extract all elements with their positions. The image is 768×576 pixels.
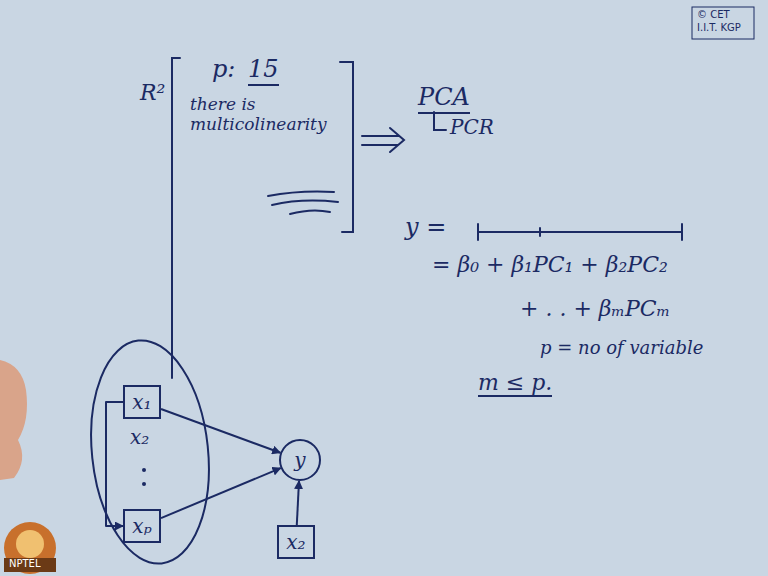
logo-disc <box>4 522 56 574</box>
arrow-connector <box>106 402 123 526</box>
copyright-box <box>692 7 754 39</box>
equation-term: + . . + βₘPCₘ <box>520 296 670 321</box>
node-text: x₁ <box>132 391 151 413</box>
note: p = no of variable <box>540 338 703 359</box>
dot <box>142 482 146 486</box>
method-name: PCA <box>418 84 470 114</box>
node-text: y <box>294 449 305 471</box>
node-text: xₚ <box>132 515 151 537</box>
logo-band <box>4 558 56 572</box>
variable-box: xₚ <box>123 509 161 543</box>
metric-name: R² <box>140 80 165 105</box>
response-circle: y <box>279 439 321 481</box>
method-name: PCR <box>450 116 494 139</box>
scribble <box>268 192 338 215</box>
copyright-text: I.I.T. KGP <box>697 22 741 34</box>
dot <box>142 468 146 472</box>
implies-arrow <box>362 128 404 152</box>
group-ellipse <box>81 335 220 570</box>
logo-center <box>16 530 44 558</box>
note: there is multicolinearity <box>190 95 345 134</box>
equation-term: = β₀ + β₁PC₁ + β₂PC₂ <box>432 252 668 277</box>
arrow-connector <box>161 468 281 518</box>
variable-box: x₁ <box>123 385 161 419</box>
arrow-connector <box>161 409 280 453</box>
equation-lhs: y = <box>405 214 446 242</box>
arrow-connector <box>297 481 299 525</box>
parameter-value: 15 <box>248 56 279 86</box>
logo-text: NPTEL <box>9 558 41 570</box>
hand <box>0 360 27 480</box>
branch-mark <box>434 112 446 130</box>
left-bracket <box>172 58 180 378</box>
parameter-name: p: <box>212 56 235 84</box>
variable-name: x₂ <box>130 426 149 449</box>
copyright-text: © CET <box>697 9 730 21</box>
blank-line <box>478 224 682 240</box>
node-text: x₂ <box>286 531 305 553</box>
variable-box: x₂ <box>277 525 315 559</box>
constraint: m ≤ p. <box>478 370 552 397</box>
right-bracket <box>340 62 353 232</box>
